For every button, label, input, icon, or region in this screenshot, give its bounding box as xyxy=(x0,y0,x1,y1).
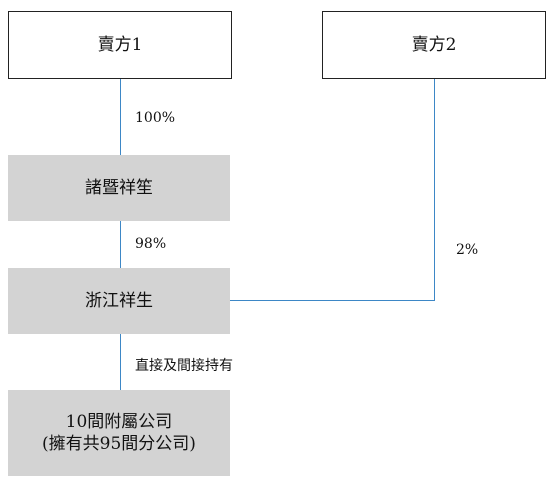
edge-label-seller1-zhuji: 100% xyxy=(135,110,176,126)
edge-label-zhejiang-subsidiaries: 直接及間接持有 xyxy=(135,358,233,374)
zhejiang-box: 浙江祥生 xyxy=(8,268,230,334)
edge-label-zhuji-zhejiang: 98% xyxy=(135,236,167,252)
subsidiaries-box: 10間附屬公司 (擁有共95間分公司) xyxy=(8,390,230,476)
subsidiaries-label-line1: 10間附屬公司 xyxy=(65,411,173,432)
seller2-label: 賣方2 xyxy=(411,34,457,55)
zhuji-box: 諸暨祥笙 xyxy=(8,155,230,221)
seller1-label: 賣方1 xyxy=(97,34,143,55)
connector-zhuji-zhejiang xyxy=(120,221,121,268)
connector-seller2-horizontal xyxy=(230,300,435,301)
edge-label-seller2-zhejiang: 2% xyxy=(456,242,479,258)
seller2-box: 賣方2 xyxy=(322,11,546,79)
connector-zhejiang-subsidiaries xyxy=(120,334,121,390)
subsidiaries-label-line2: (擁有共95間分公司) xyxy=(42,434,196,454)
connector-seller2-vertical xyxy=(434,79,435,301)
seller1-box: 賣方1 xyxy=(8,11,232,79)
connector-seller1-zhuji xyxy=(120,79,121,155)
zhuji-label: 諸暨祥笙 xyxy=(85,177,153,198)
zhejiang-label: 浙江祥生 xyxy=(85,290,153,311)
